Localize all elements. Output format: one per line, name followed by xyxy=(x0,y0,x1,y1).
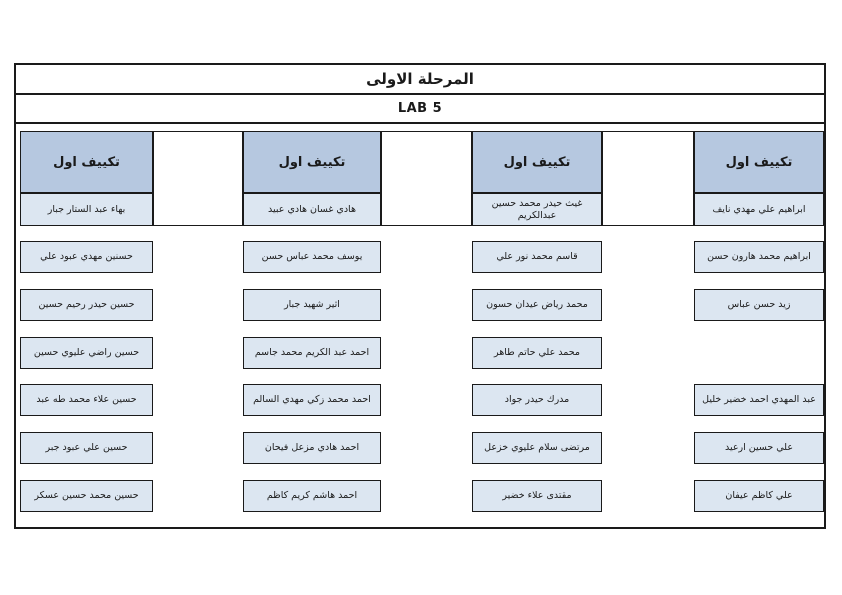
header-gap-cell xyxy=(153,131,243,226)
student-name-box: عبد المهدي احمد خضير خليل xyxy=(694,384,824,416)
student-name-box: حسين علي عبود جبر xyxy=(20,432,153,464)
lab-label: LAB 5 xyxy=(16,95,824,124)
group-header-3: تكييف اول xyxy=(472,131,602,193)
student-name-box: قاسم محمد نور علي xyxy=(472,241,602,273)
stage-title: المرحلة الاولى xyxy=(16,65,824,95)
student-name-box: احمد محمد زكي مهدي السالم xyxy=(243,384,381,416)
student-name-box: محمد علي حاتم طاهر xyxy=(472,337,602,369)
student-name-box: حسين علاء محمد طه عبد xyxy=(20,384,153,416)
student-name-box: زيد حسن عباس xyxy=(694,289,824,321)
student-name-box: محمد رياض عيدان حسون xyxy=(472,289,602,321)
group-header-4: تكييف اول xyxy=(694,131,824,193)
student-name-box: حسنين مهدي عبود علي xyxy=(20,241,153,273)
student-name-box: علي كاظم عيفان xyxy=(694,480,824,512)
header-gap-cell xyxy=(602,131,694,226)
student-name-box: غيث حيدر محمد حسين عبدالكريم xyxy=(472,193,602,226)
student-name-box: بهاء عبد الستار جبار xyxy=(20,193,153,226)
student-name-box: يوسف محمد عباس حسن xyxy=(243,241,381,273)
header-gap-cell xyxy=(381,131,472,226)
student-name-box: علي حسين ارعيد xyxy=(694,432,824,464)
student-name-box: حسين حيدر رحيم حسين xyxy=(20,289,153,321)
student-name-box: اثير شهيد جبار xyxy=(243,289,381,321)
student-name-box: مقتدى علاء خضير xyxy=(472,480,602,512)
student-name-box: احمد هادي مزعل فيحان xyxy=(243,432,381,464)
student-name-box: ابراهيم علي مهدي نايف xyxy=(694,193,824,226)
student-name-box: ابراهيم محمد هارون حسن xyxy=(694,241,824,273)
student-name-box: حسين راضي عليوي حسين xyxy=(20,337,153,369)
group-header-2: تكييف اول xyxy=(243,131,381,193)
student-name-box: هادي غسان هادي عبيد xyxy=(243,193,381,226)
student-name-box: حسين محمد حسين عسكر xyxy=(20,480,153,512)
student-name-box: مدرك حيدر جواد xyxy=(472,384,602,416)
group-header-1: تكييف اول xyxy=(20,131,153,193)
student-name-box: مرتضى سلام عليوي خزعل xyxy=(472,432,602,464)
student-name-box: احمد عبد الكريم محمد جاسم xyxy=(243,337,381,369)
student-name-box: احمد هاشم كريم كاظم xyxy=(243,480,381,512)
